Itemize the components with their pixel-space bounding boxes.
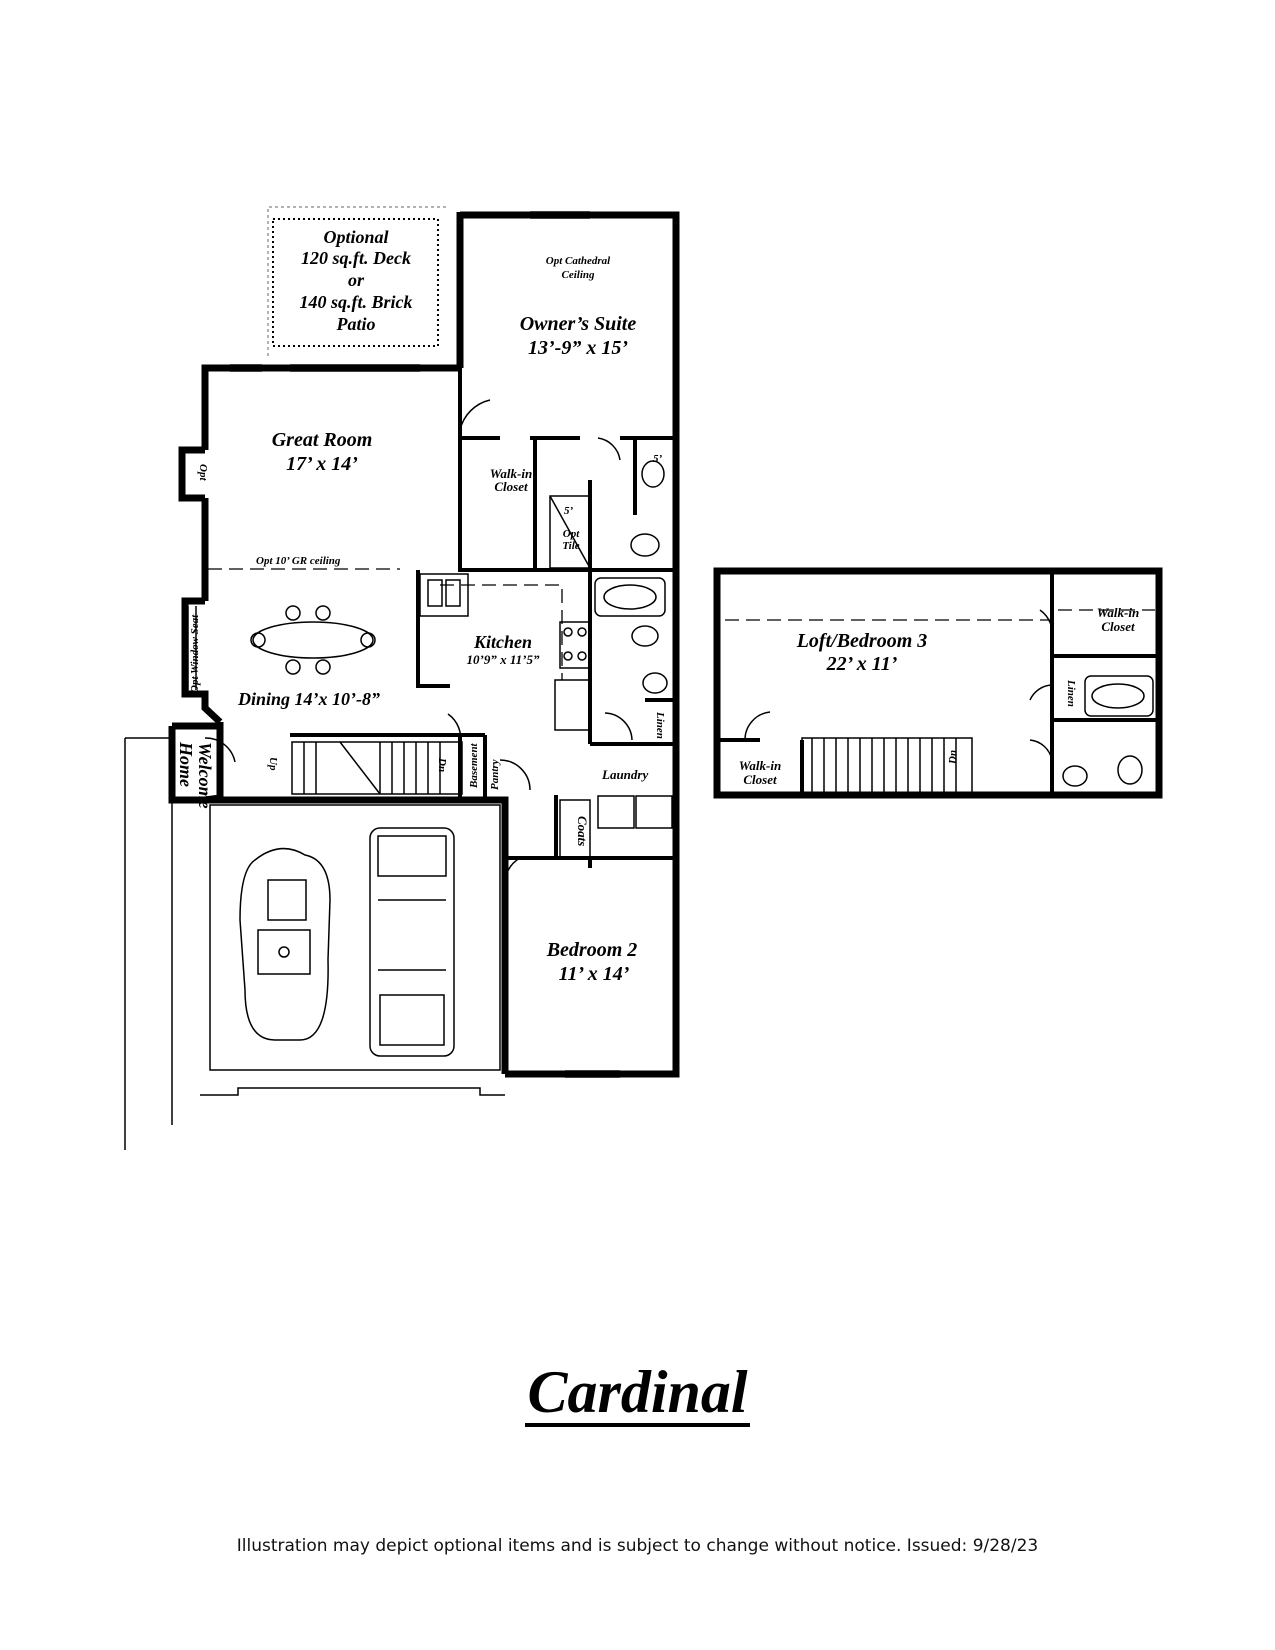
gr-ceiling-note: Opt 10’ GR ceiling	[256, 555, 341, 567]
pickup-truck-icon	[369, 827, 455, 1057]
opt-tile-2: Tile	[562, 540, 579, 552]
main-stairs	[291, 741, 463, 795]
upper-floor-walls	[713, 567, 1163, 799]
windows	[187, 211, 620, 1078]
bath-fixtures	[549, 460, 668, 694]
kitchen-fixtures	[419, 573, 591, 731]
welcome-home-2: Home	[176, 741, 196, 787]
fireplace-label: Opt	[197, 464, 209, 481]
welcome-home-1: Welcome	[195, 742, 215, 809]
loft-closet-1: Walk-in	[1097, 605, 1139, 620]
deck-line-1: Optional	[323, 227, 388, 247]
great-room-size: 17’ x 14’	[286, 453, 358, 475]
window-seat-label: Opt Window Seat	[189, 614, 201, 693]
basement-label: Basement	[468, 742, 480, 789]
deck-line-3: or	[348, 270, 365, 290]
disclaimer-footer: Illustration may depict optional items a…	[236, 1536, 1039, 1556]
loft-closet-2: Closet	[1101, 619, 1135, 634]
dining-label: Dining 14’x 10’-8”	[237, 689, 380, 709]
bedroom2-size: 11’ x 14’	[559, 963, 630, 985]
plan-title: Cardinal	[0, 1358, 1275, 1427]
walk-in-closet-label-1: Walk-in	[490, 466, 532, 481]
laundry-fixtures	[559, 795, 673, 859]
laundry-label: Laundry	[601, 767, 648, 782]
owners-suite-name: Owner’s Suite	[520, 313, 637, 335]
stair-up-label: Up	[267, 757, 279, 771]
interior-walls	[290, 368, 676, 868]
loft-linen-label: Linen	[1065, 679, 1077, 707]
plan-title-text: Cardinal	[525, 1359, 750, 1427]
bedroom2-name: Bedroom 2	[546, 939, 638, 961]
owners-suite-size: 13’-9” x 15’	[528, 337, 628, 359]
sports-car-icon	[239, 847, 331, 1041]
opt-tile-1: Opt	[563, 528, 580, 540]
great-room-name: Great Room	[272, 429, 373, 451]
upper-closet-1: Walk-in	[739, 758, 781, 773]
linen-label: Linen	[654, 711, 666, 739]
owners-suite-note-1: Opt Cathedral	[546, 255, 611, 267]
room-labels: Opt Cathedral Ceiling Owner’s Suite 13’-…	[176, 255, 1139, 985]
loft-size: 22’ x 11’	[826, 653, 898, 675]
optional-deck: Optional 120 sq.ft. Deck or 140 sq.ft. B…	[267, 206, 449, 356]
loft-name: Loft/Bedroom 3	[796, 630, 928, 652]
shower-size: 5’	[564, 505, 574, 517]
walk-in-closet-label-2: Closet	[494, 479, 528, 494]
ceiling-lines	[208, 568, 563, 680]
main-floor-walls	[168, 211, 680, 1078]
coats-label: Coats	[575, 816, 590, 846]
pantry-label: Pantry	[489, 759, 501, 790]
owners-suite-note-2: Ceiling	[561, 269, 595, 281]
deck-line-5: Patio	[336, 314, 376, 334]
kitchen-size: 10’9” x 11’5”	[467, 652, 540, 667]
tub-size: 5’	[653, 453, 663, 465]
deck-line-4: 140 sq.ft. Brick	[299, 292, 412, 312]
upper-closet-2: Closet	[743, 772, 777, 787]
stair-dn-label: Dn	[436, 757, 448, 772]
kitchen-name: Kitchen	[473, 632, 532, 652]
garage	[124, 737, 505, 1150]
door-swings	[204, 399, 633, 889]
dining-table-icon	[250, 605, 376, 675]
upper-stair-dn: Dn	[947, 750, 959, 765]
deck-line-2: 120 sq.ft. Deck	[301, 248, 411, 268]
